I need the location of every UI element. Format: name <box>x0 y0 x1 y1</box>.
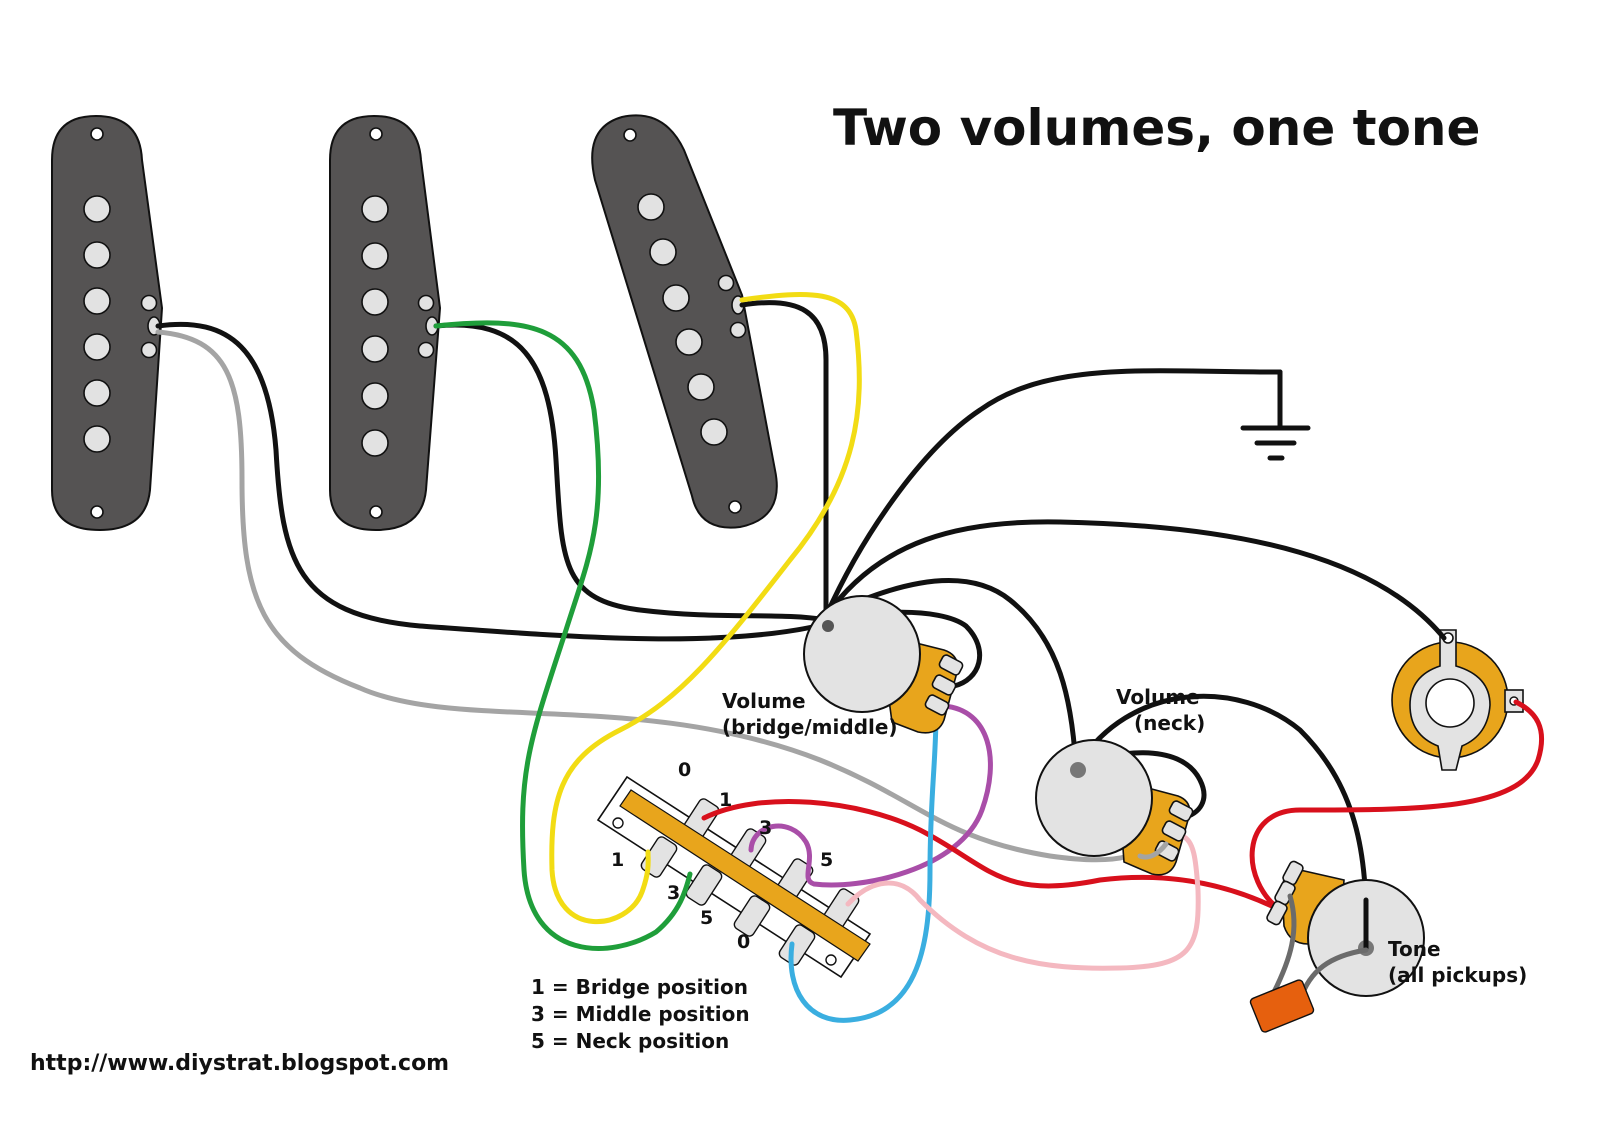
pole-piece <box>361 288 389 316</box>
switch-bottom-label-3: 3 <box>667 882 680 904</box>
wire-middle-ground-black <box>433 322 829 623</box>
switch-bottom-label-1: 1 <box>611 849 624 871</box>
pole-piece <box>83 425 111 453</box>
pole-piece <box>361 335 389 363</box>
pole-piece <box>83 379 111 407</box>
wire-middle-hot-green <box>433 320 693 951</box>
diagram-title: Two volumes, one tone <box>833 99 1480 157</box>
solder-blob <box>822 620 834 632</box>
pole-piece <box>83 287 111 315</box>
mount-hole <box>90 505 104 519</box>
mount-hole <box>623 128 637 142</box>
wire-bridge-hot-yellow <box>549 291 862 924</box>
pole-piece <box>83 241 111 269</box>
pickup-plate <box>329 114 442 532</box>
pickup-plate <box>51 114 164 532</box>
switch-top-label-0: 0 <box>678 759 691 781</box>
switch-lug-bottom-3 <box>685 864 723 906</box>
switch-common-bar <box>619 789 871 962</box>
switch-bottom-label-5: 5 <box>700 907 713 929</box>
pole-piece <box>649 238 677 266</box>
wire-neck-hot-gray-end <box>1137 841 1169 860</box>
pole-piece <box>637 193 665 221</box>
wire-bridge-ground-black <box>739 300 829 623</box>
eyelet <box>417 294 435 312</box>
solder-blob <box>1070 762 1086 778</box>
pot-body <box>803 595 921 713</box>
mount-hole <box>369 505 383 519</box>
pole-piece <box>700 418 728 446</box>
jack-hole <box>1425 678 1475 728</box>
switch-bottom-label-0: 0 <box>737 931 750 953</box>
switch-top-label-1: 1 <box>719 789 732 811</box>
volume-pot-bridge-middle <box>803 595 964 734</box>
mount-hole <box>369 127 383 141</box>
volume-neck-label-2: (neck) <box>1134 711 1205 735</box>
wire-ground-to-tone <box>1073 693 1369 953</box>
pot-lug-1 <box>938 654 964 676</box>
pole-piece <box>83 195 111 223</box>
pole-piece <box>662 284 690 312</box>
wire-ground-to-chassis <box>823 368 1283 619</box>
volume-pot-neck <box>1035 739 1194 876</box>
pot-lug-2 <box>1161 820 1187 842</box>
ground-symbol <box>1240 369 1311 461</box>
eyelet <box>140 294 158 312</box>
switch-top-label-3: 3 <box>759 817 772 839</box>
tone-label-1: Tone <box>1388 937 1441 961</box>
eyelet <box>140 341 158 359</box>
pole-piece <box>361 195 389 223</box>
eyelet <box>417 341 435 359</box>
mount-hole <box>90 127 104 141</box>
wire-tone-to-jack-red <box>1249 699 1545 913</box>
wire-ground-to-volume-neck <box>823 578 1079 771</box>
volume-bridge-middle-label-2: (bridge/middle) <box>722 715 898 739</box>
pole-piece <box>361 242 389 270</box>
pot-lug-3 <box>1266 900 1288 926</box>
legend-neck: 5 = Neck position <box>531 1029 729 1053</box>
bridge-pickup <box>591 114 778 529</box>
wire-ground-to-jack <box>823 519 1447 641</box>
pole-piece <box>687 373 715 401</box>
neck-pickup <box>51 114 164 532</box>
volume-bridge-middle-label-1: Volume <box>722 689 806 713</box>
mount-hole <box>728 500 742 514</box>
tone-label-2: (all pickups) <box>1388 963 1527 987</box>
switch-mount-hole <box>825 954 837 966</box>
eyelet <box>729 321 747 339</box>
output-jack <box>1391 629 1524 771</box>
middle-pickup <box>329 114 442 532</box>
pot-lug-2 <box>931 674 957 696</box>
source-url: http://www.diystrat.blogspot.com <box>30 1051 449 1076</box>
wire-neck-ground-black <box>155 321 829 642</box>
legend-middle: 3 = Middle position <box>531 1002 750 1026</box>
switch-top-label-5: 5 <box>820 849 833 871</box>
switch-lug-bottom-5 <box>733 895 771 937</box>
pole-piece <box>675 328 703 356</box>
eyelet <box>717 274 735 292</box>
legend-bridge: 1 = Bridge position <box>531 975 748 999</box>
capacitor <box>1249 979 1315 1033</box>
pot-lug-3 <box>924 694 950 716</box>
switch-mount-hole <box>612 817 624 829</box>
wire-switch-to-vol1-blue <box>788 711 939 1023</box>
wire-switch-to-vol1-purple <box>748 703 993 888</box>
wire-switch-to-vol2-pink <box>845 833 1201 971</box>
pot-lug-1 <box>1168 800 1194 822</box>
wire-neck-hot-gray <box>155 329 1159 863</box>
pot-body <box>1035 739 1153 857</box>
pole-piece <box>83 333 111 361</box>
capacitor-lead <box>1271 893 1297 995</box>
volume-neck-label-1: Volume <box>1116 685 1200 709</box>
pickup-plate <box>591 114 778 529</box>
switch-lug-bottom-0 <box>778 924 816 966</box>
pole-piece <box>361 429 389 457</box>
pole-piece <box>361 382 389 410</box>
